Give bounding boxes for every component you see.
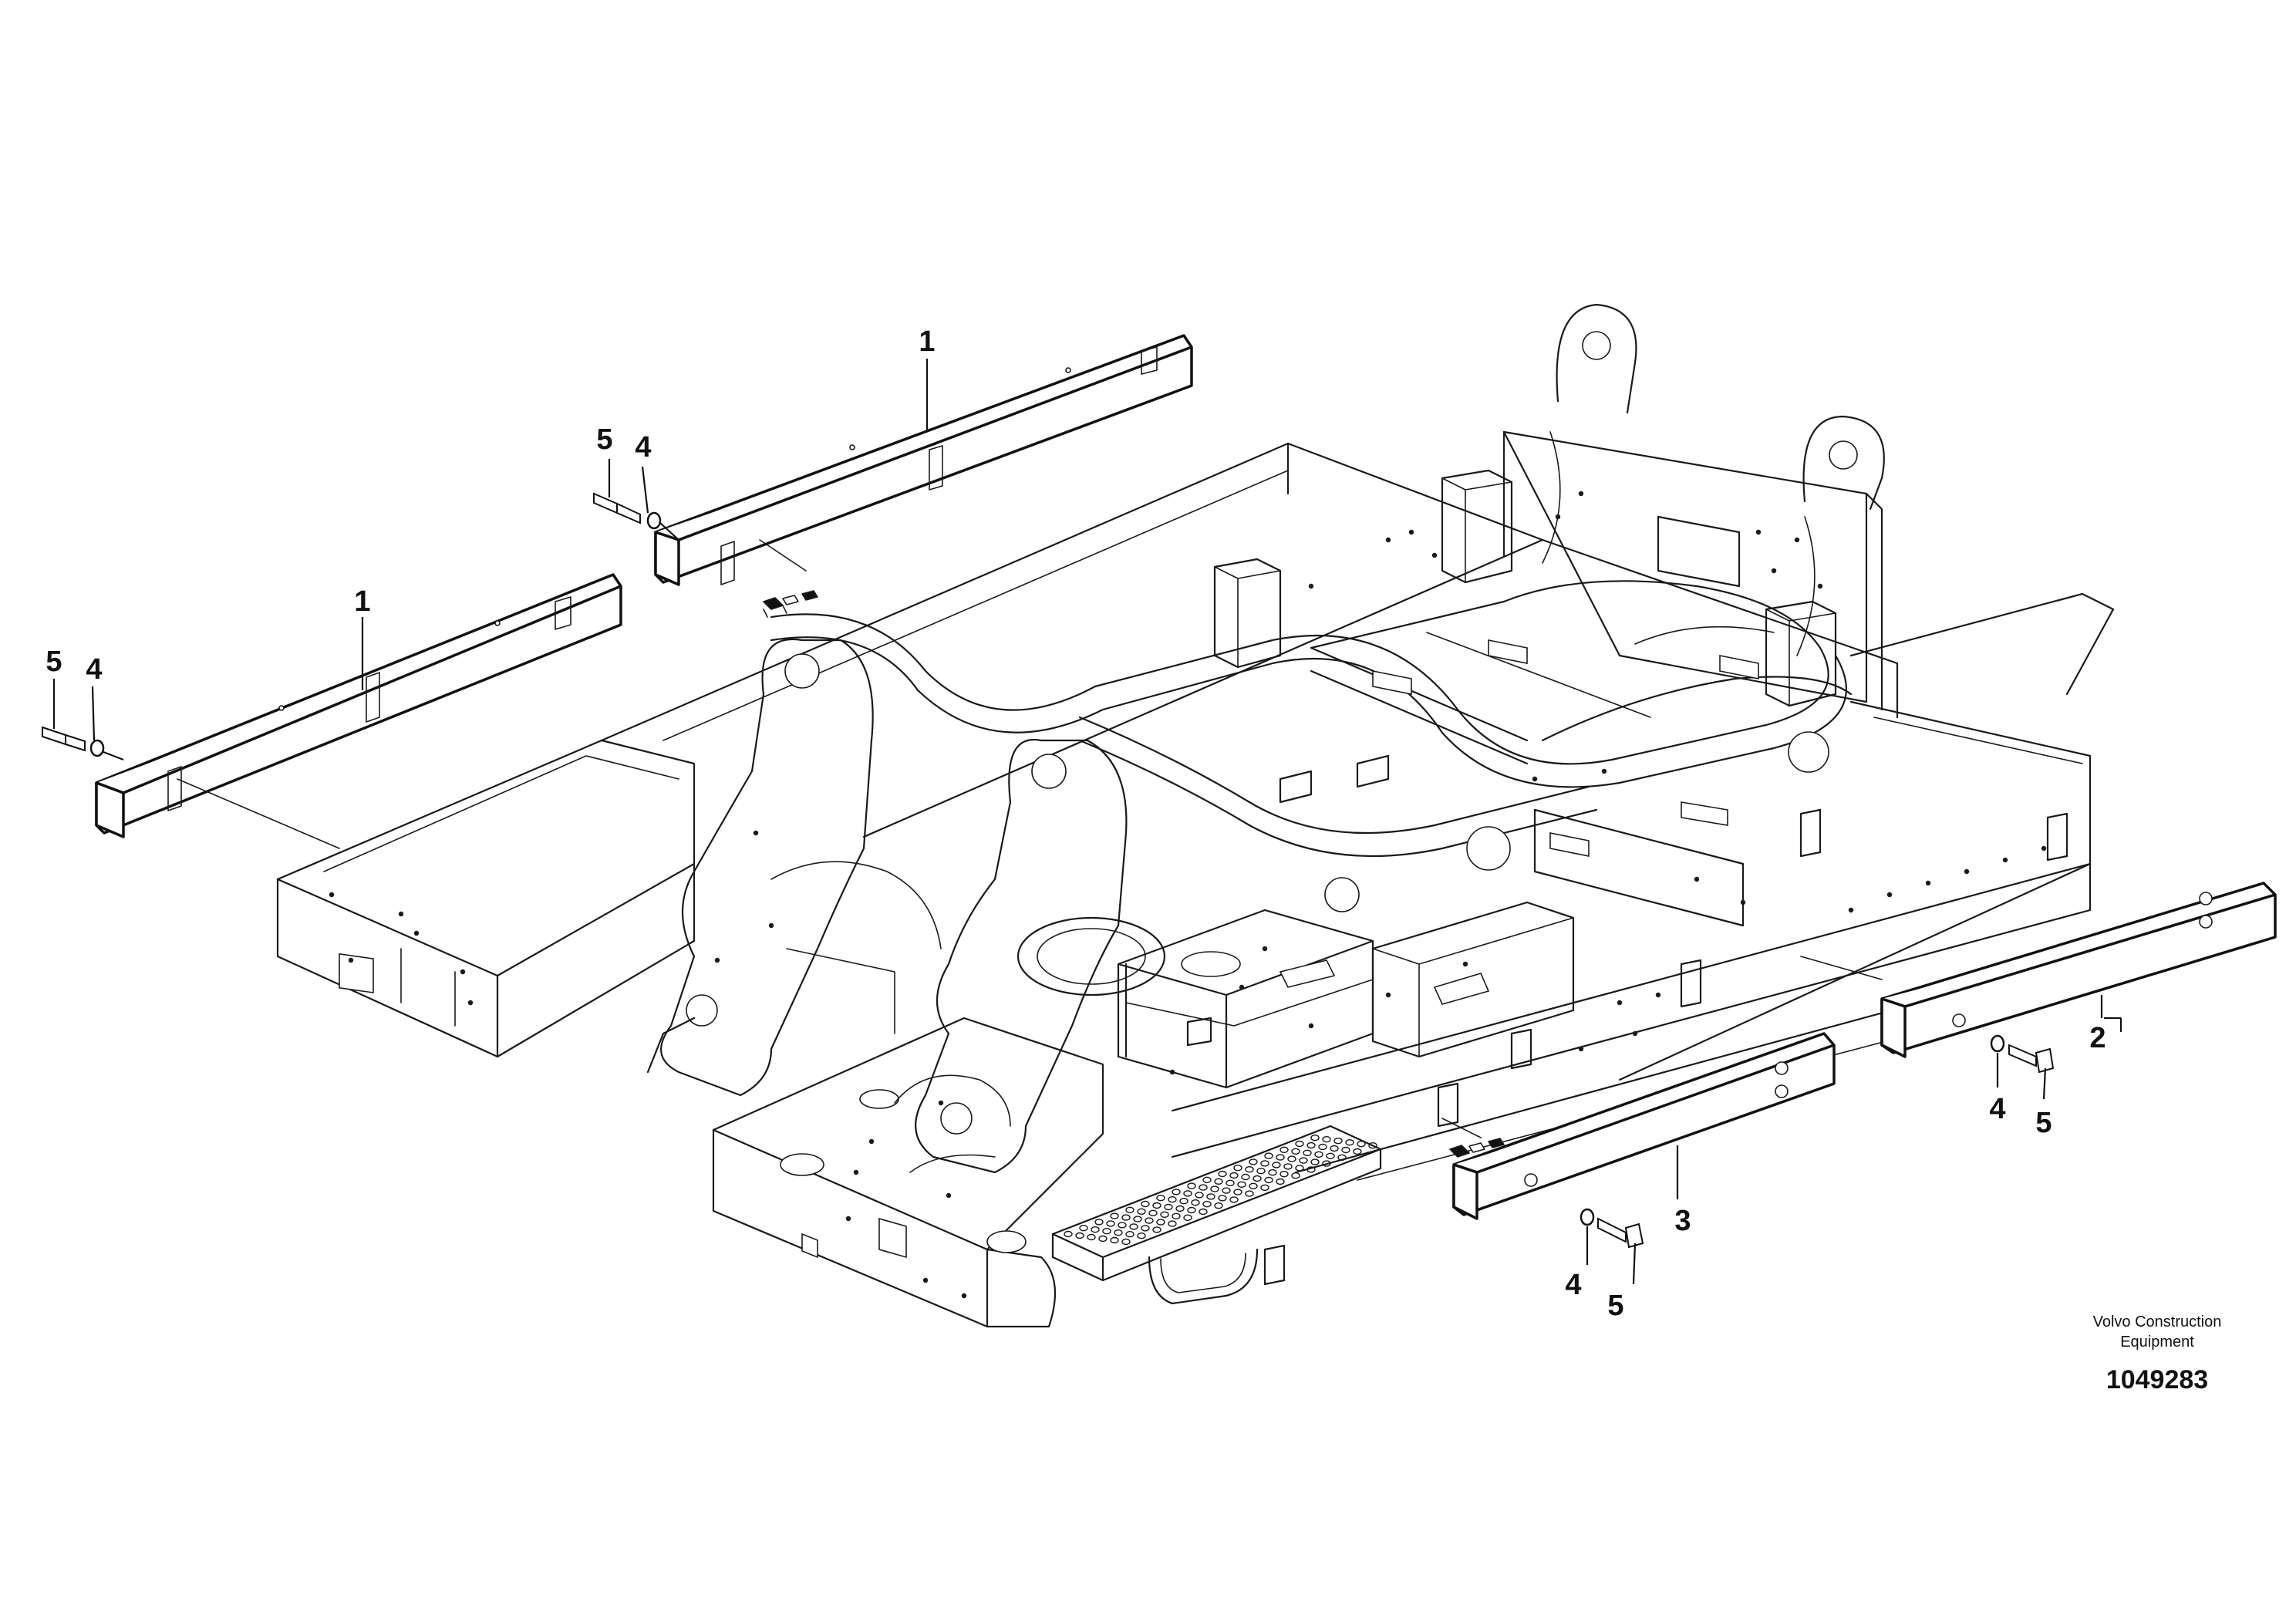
dowel-pins-upper <box>763 590 818 618</box>
leader-lines <box>52 359 2122 1285</box>
diagram-footer: Volvo Construction Equipment 1049283 <box>2093 1313 2222 1394</box>
callout-4-washer-upper: 4 <box>635 431 651 464</box>
dowel-pins-lower <box>1449 1138 1505 1158</box>
brand-line-2: Equipment <box>2120 1334 2194 1351</box>
brand-line-1: Volvo Construction <box>2093 1313 2222 1330</box>
frame-fastener-dots <box>329 491 2047 1299</box>
callout-5-bolt-right: 5 <box>2035 1107 2052 1139</box>
callout-5-bolt-left: 5 <box>46 646 62 678</box>
bolt-washer-set-right <box>1990 1034 2055 1074</box>
bar-part-2 <box>1880 882 2277 1058</box>
callout-4-washer-right: 4 <box>1989 1093 2005 1125</box>
callout-1-upper-bar: 1 <box>919 325 935 358</box>
bolt-washer-set-upper <box>593 492 679 541</box>
callout-1-left-bar: 1 <box>354 585 370 618</box>
bar-part-1-upper <box>654 334 1193 586</box>
callout-4-washer-center: 4 <box>1565 1269 1581 1301</box>
bar-part-3 <box>1452 1032 1836 1220</box>
callout-5-bolt-upper: 5 <box>596 423 612 456</box>
callout-4-washer-left: 4 <box>86 653 102 686</box>
bolt-washer-set-left <box>42 726 124 761</box>
bolt-washer-set-center <box>1580 1208 1644 1249</box>
callout-3-center-bar: 3 <box>1674 1205 1691 1237</box>
bar-part-1-left <box>95 573 622 838</box>
callout-labels: 1 1 2 3 4 4 4 4 5 5 5 5 <box>46 325 2106 1322</box>
document-number: 1049283 <box>2106 1365 2208 1394</box>
callout-5-bolt-center: 5 <box>1607 1290 1623 1322</box>
callout-2-right-bar: 2 <box>2089 1022 2106 1054</box>
upper-frame-assembly <box>276 303 2115 1328</box>
step-perforations <box>1064 1134 1377 1246</box>
